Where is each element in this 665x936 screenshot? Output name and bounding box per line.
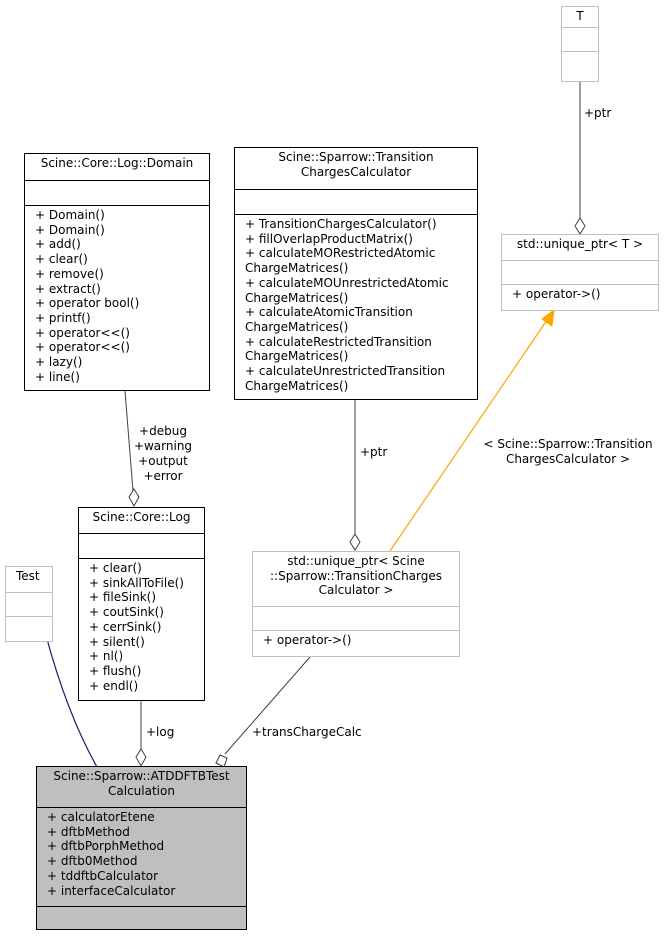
operation-item: + operator bool() (35, 296, 140, 311)
operation-item: + operator->() (263, 633, 352, 647)
class-core-log: Scine::Core::Log + clear()+ sinkAllToFil… (78, 507, 205, 701)
operation-item: + calculateAtomicTransition (245, 305, 413, 320)
class-title: Test (16, 569, 40, 583)
operations-section: + operator->() (253, 630, 459, 651)
template-binding-line: < Scine::Sparrow::Transition (483, 437, 653, 451)
operations-section (37, 906, 246, 929)
operation-item: + sinkAllToFile() (89, 575, 184, 590)
attribute-item: + dftb0Method (47, 854, 138, 869)
class-title: T (576, 9, 584, 23)
operation-item: + calculateRestrictedTransition (245, 334, 432, 349)
attributes-section (25, 180, 209, 205)
operation-item: + clear() (35, 252, 88, 267)
operation-item: + cerrSink() (89, 619, 162, 634)
operation-item: + calculateMORestrictedAtomic (245, 246, 436, 261)
class-atddftb-test-calculation: Scine::Sparrow::ATDDFTBTest Calculation … (36, 766, 247, 930)
operation-item: + printf() (35, 310, 91, 325)
edge-inheritance-test (43, 627, 98, 768)
class-unique-ptr-t: std::unique_ptr< T > + operator->() (501, 234, 659, 311)
operations-section (6, 616, 52, 640)
attributes-section (253, 606, 459, 630)
operation-item: + lazy() (35, 355, 83, 370)
class-title: std::unique_ptr< Scine ::Sparrow::Transi… (270, 554, 442, 597)
class-unique-ptr-tcc: std::unique_ptr< Scine ::Sparrow::Transi… (252, 551, 460, 657)
class-title: Scine::Sparrow::Transition ChargesCalcul… (278, 150, 434, 179)
operation-item: + calculateUnrestrictedTransition (245, 364, 446, 379)
operation-item: + add() (35, 237, 81, 252)
attributes-section (502, 260, 658, 284)
edge-label-ptr-mid: +ptr (360, 445, 388, 459)
operation-item: + line() (35, 369, 80, 384)
template-binding-line: ChargesCalculator > (505, 452, 631, 466)
role-output: +output (138, 454, 188, 468)
operation-item: ChargeMatrices() (245, 349, 349, 364)
edge-log-domain (124, 390, 134, 492)
edge-label-template-binding: < Scine::Sparrow::Transition ChargesCalc… (470, 437, 665, 467)
edge-label-ptr-top: +ptr (584, 106, 612, 120)
operation-item: + coutSink() (89, 605, 164, 620)
operation-item: ChargeMatrices() (245, 378, 349, 393)
operations-section: + operator->() (502, 284, 658, 305)
operation-item: ChargeMatrices() (245, 290, 349, 305)
edge-label-log: +log (146, 725, 175, 739)
operation-item: + operator<<() (35, 325, 130, 340)
operation-item: + endl() (89, 678, 139, 693)
class-transition-charges-calculator: Scine::Sparrow::Transition ChargesCalcul… (234, 147, 478, 400)
attribute-item: + interfaceCalculator (47, 883, 176, 898)
operation-item: ChargeMatrices() (245, 261, 349, 276)
operation-item: + flush() (89, 663, 142, 678)
edge-template-instantiation (389, 319, 548, 552)
attribute-item: + tddftbCalculator (47, 868, 159, 883)
operation-item: + remove() (35, 266, 104, 281)
attributes-section (235, 189, 477, 214)
composition-diamond (574, 217, 586, 235)
edge-label-transchargecalc: +transChargeCalc (252, 725, 362, 739)
operation-item: + TransitionChargesCalculator() (245, 217, 437, 231)
attribute-item: + dftbMethod (47, 824, 130, 839)
attributes-section (562, 26, 598, 51)
class-t: T (561, 6, 599, 82)
operation-item: + nl() (89, 649, 124, 664)
role-debug: +debug (139, 424, 187, 438)
operation-item: + Domain() (35, 222, 105, 237)
operations-section (562, 50, 598, 75)
operations-section: + TransitionChargesCalculator()+ fillOve… (235, 214, 477, 396)
composition-diamond (135, 748, 147, 768)
class-log-domain: Scine::Core::Log::Domain + Domain()+ Dom… (24, 153, 210, 391)
operation-item: + fillOverlapProductMatrix() (245, 231, 413, 246)
operations-section: + Domain()+ Domain()+ add()+ clear()+ re… (25, 205, 209, 387)
operation-item: + fileSink() (89, 590, 157, 605)
attributes-section (79, 533, 204, 558)
operation-item: + silent() (89, 634, 145, 649)
attribute-item: + calculatorEtene (47, 810, 155, 824)
class-title: std::unique_ptr< T > (516, 237, 644, 251)
role-warning: +warning (133, 439, 193, 453)
composition-diamond (128, 488, 140, 508)
operation-item: + clear() (89, 561, 142, 575)
attributes-section: + calculatorEtene+ dftbMethod+ dftbPorph… (37, 807, 246, 906)
class-title: Scine::Core::Log::Domain (40, 156, 194, 170)
class-test: Test (5, 566, 53, 642)
operations-section: + clear()+ sinkAllToFile()+ fileSink()+ … (79, 558, 204, 696)
edge-label-domain-roles: +debug +warning +output +error (118, 424, 208, 484)
attributes-section (6, 592, 52, 616)
attribute-item: + dftbPorphMethod (47, 839, 165, 854)
operation-item: + Domain() (35, 208, 105, 222)
edge-transchargecalc (224, 656, 311, 755)
operation-item: + calculateMOUnrestrictedAtomic (245, 275, 449, 290)
composition-diamond (349, 533, 361, 551)
role-error: +error (143, 469, 183, 483)
operation-item: + operator->() (512, 287, 601, 301)
operation-item: ChargeMatrices() (245, 319, 349, 334)
class-title: Scine::Sparrow::ATDDFTBTest Calculation (53, 769, 230, 798)
instantiation-arrowhead (541, 308, 555, 327)
class-title: Scine::Core::Log (92, 510, 191, 524)
operation-item: + operator<<() (35, 340, 130, 355)
operation-item: + extract() (35, 281, 101, 296)
